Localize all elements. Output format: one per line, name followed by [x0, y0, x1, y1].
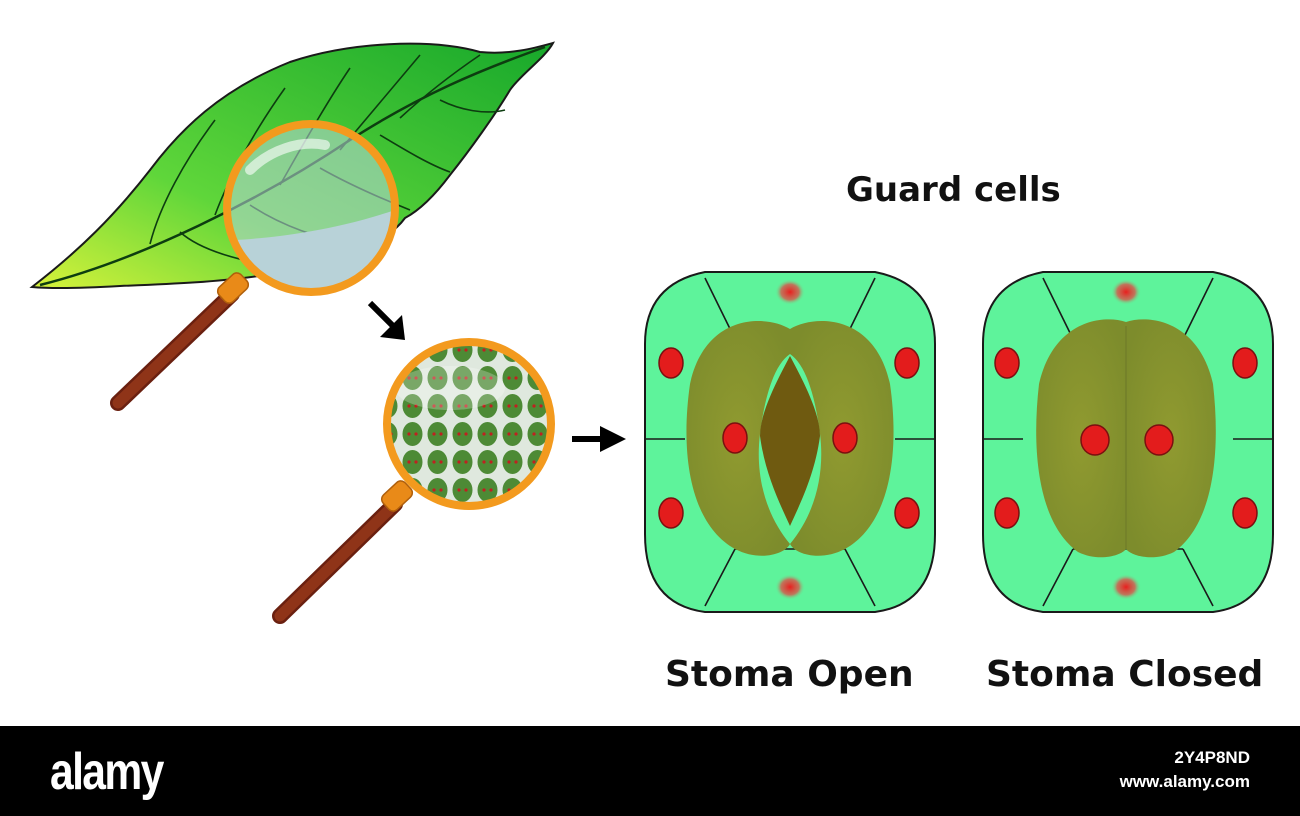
stoma-open-illustration	[644, 271, 936, 613]
stoma-closed-illustration	[982, 271, 1274, 613]
watermark-footer	[0, 726, 1300, 816]
magnified-cells-lens-icon	[272, 338, 555, 624]
image-id-text: 2Y4P8ND	[1174, 748, 1250, 767]
stoma-open-label: Stoma Open	[665, 654, 914, 695]
arrow-down-right-icon	[367, 300, 405, 340]
stoma-closed-label: Stoma Closed	[986, 654, 1264, 695]
diagram-title: Guard cells	[846, 170, 1061, 210]
stoma-pore	[760, 356, 820, 526]
arrow-right-icon	[572, 426, 626, 452]
site-url-text: www.alamy.com	[1119, 772, 1250, 791]
watermark-logo: alamy	[50, 743, 164, 801]
magnifying-glass-icon	[110, 120, 399, 411]
